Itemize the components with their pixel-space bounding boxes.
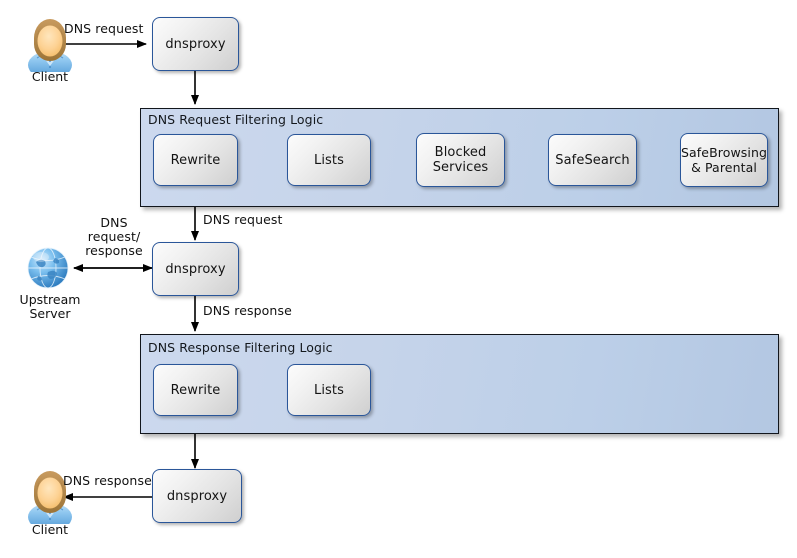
edge-label-upstream-exchange: DNS request/ response [85,215,143,258]
response-filtering-panel-title: DNS Response Filtering Logic [148,340,333,355]
edge-label-proxy-to-request-panel: DNS request [203,212,283,227]
stage-safebrowsing-parental[interactable]: SafeBrowsing & Parental [680,133,768,187]
client-bottom-caption: Client [31,522,69,537]
dnsproxy-middle-node[interactable]: dnsproxy [152,242,239,296]
dnsproxy-middle-label: dnsproxy [165,261,226,277]
globe-icon [27,247,69,289]
response-filtering-panel [140,334,779,434]
stage-lists-request[interactable]: Lists [287,134,371,186]
dnsproxy-top-node[interactable]: dnsproxy [152,17,239,71]
stage-label: Lists [314,382,344,398]
upstream-server-caption: Upstream Server [19,292,81,321]
stage-label: Rewrite [170,382,221,398]
stage-label: SafeSearch [555,152,630,168]
stage-rewrite-response[interactable]: Rewrite [153,364,238,416]
stage-label: SafeBrowsing & Parental [680,145,768,175]
client-top-caption: Client [31,69,69,84]
edge-label-proxy-to-client: DNS response [63,473,152,488]
stage-rewrite-request[interactable]: Rewrite [153,134,238,186]
stage-safesearch[interactable]: SafeSearch [548,134,637,186]
dnsproxy-top-label: dnsproxy [165,36,226,52]
request-filtering-panel-title: DNS Request Filtering Logic [148,112,324,127]
stage-blocked-services[interactable]: Blocked Services [416,133,505,187]
edge-label-proxy-to-response-panel: DNS response [203,303,292,318]
dnsproxy-bottom-node[interactable]: dnsproxy [152,469,242,523]
stage-label: Lists [314,152,344,168]
edge-label-client-to-proxy: DNS request [64,21,144,36]
stage-lists-response[interactable]: Lists [287,364,371,416]
stage-label: Blocked Services [432,145,489,175]
stage-label: Rewrite [170,152,221,168]
dnsproxy-bottom-label: dnsproxy [166,488,228,504]
